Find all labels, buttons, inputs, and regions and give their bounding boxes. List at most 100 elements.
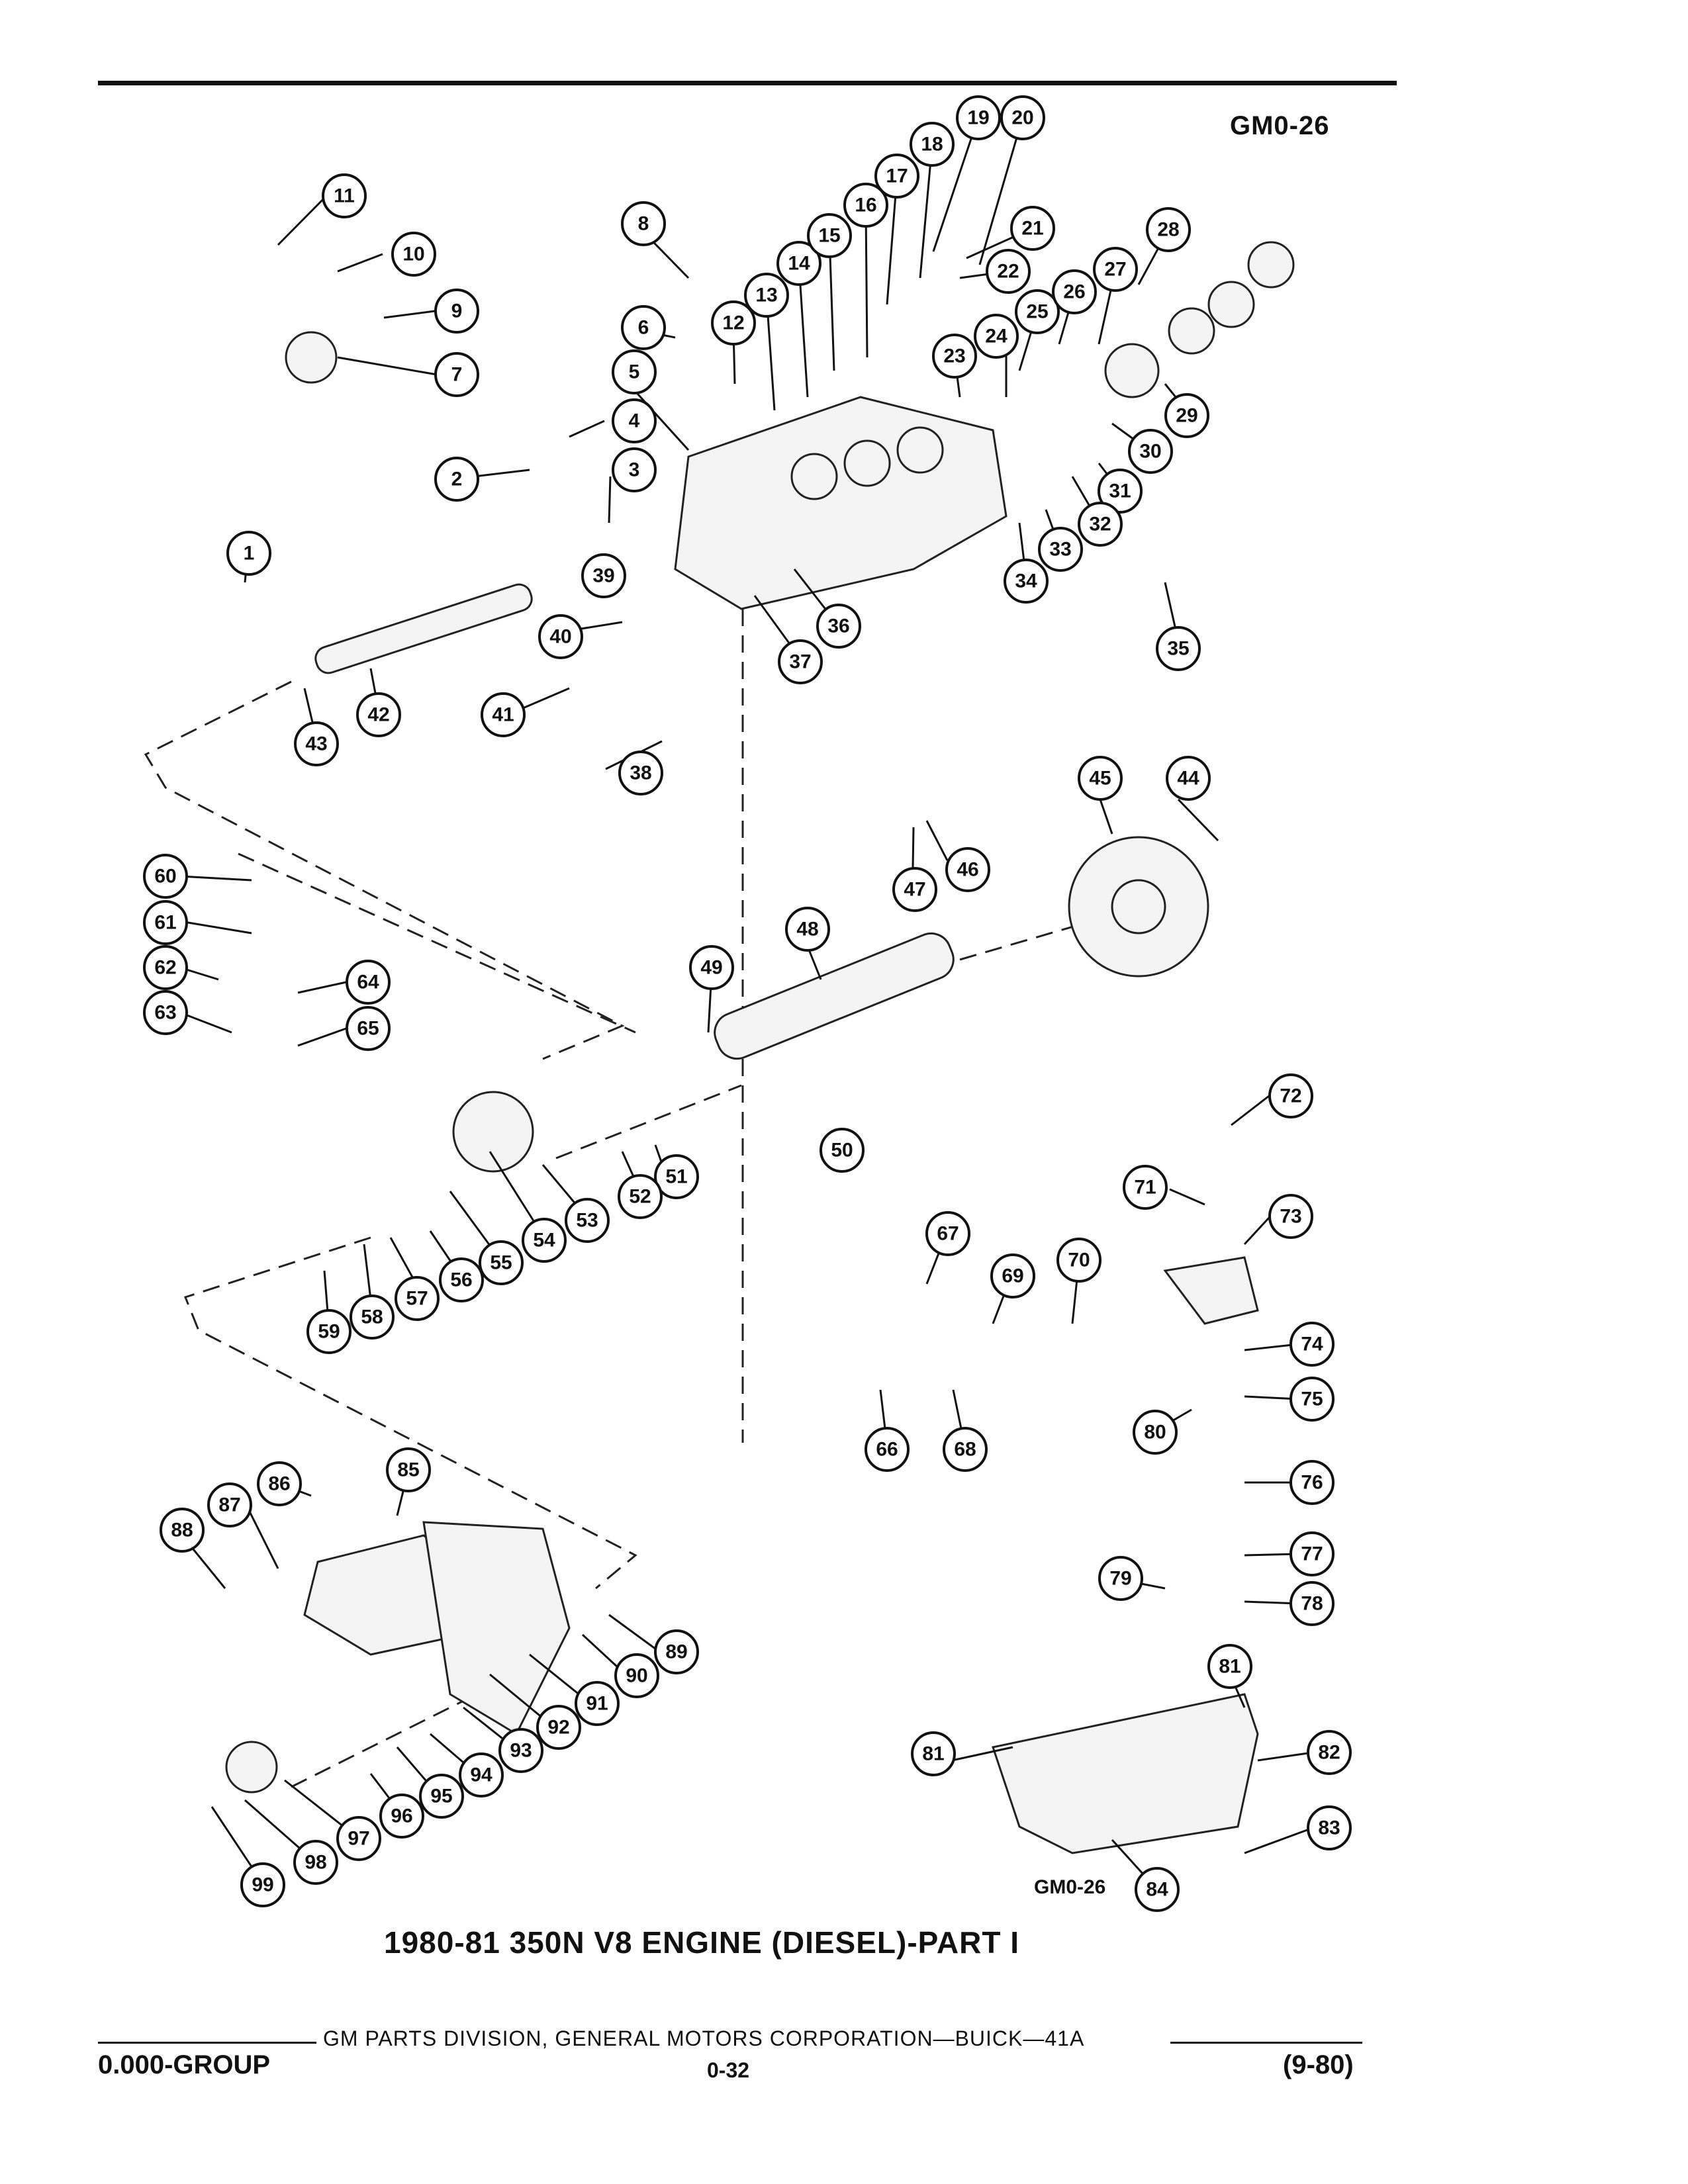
callout-68: 68 — [943, 1427, 988, 1472]
callout-65: 65 — [346, 1006, 391, 1051]
callout-64: 64 — [346, 960, 391, 1005]
svg-text:43: 43 — [305, 733, 327, 755]
callout-14: 14 — [776, 241, 821, 286]
callout-3: 3 — [612, 447, 657, 492]
callout-55: 55 — [479, 1240, 524, 1285]
svg-text:31: 31 — [1109, 480, 1131, 502]
svg-text:77: 77 — [1301, 1543, 1323, 1565]
callout-23: 23 — [932, 334, 977, 379]
diagram-ref-code-bottom: GM0-26 — [1034, 1876, 1106, 1898]
callout-49: 49 — [689, 945, 734, 990]
svg-text:71: 71 — [1134, 1177, 1156, 1199]
footer-date: (9-80) — [1283, 2050, 1354, 2079]
callout-71: 71 — [1123, 1165, 1168, 1210]
callout-8: 8 — [621, 201, 666, 246]
callout-92: 92 — [536, 1705, 581, 1750]
svg-text:23: 23 — [943, 345, 965, 367]
callout-25: 25 — [1015, 289, 1060, 334]
svg-text:26: 26 — [1063, 281, 1085, 303]
callout-39: 39 — [581, 553, 626, 598]
footer-page-number: 0-32 — [707, 2058, 750, 2082]
svg-text:47: 47 — [904, 879, 925, 901]
svg-text:76: 76 — [1301, 1472, 1323, 1494]
callout-32: 32 — [1078, 502, 1123, 547]
callout-57: 57 — [395, 1276, 440, 1321]
svg-text:45: 45 — [1089, 768, 1111, 790]
svg-text:50: 50 — [831, 1140, 853, 1161]
callout-30: 30 — [1128, 429, 1173, 474]
svg-text:15: 15 — [818, 225, 840, 247]
callout-52: 52 — [618, 1174, 663, 1219]
callout-90: 90 — [614, 1653, 659, 1698]
svg-text:80: 80 — [1144, 1422, 1166, 1443]
svg-text:66: 66 — [876, 1439, 898, 1461]
svg-text:82: 82 — [1318, 1742, 1340, 1764]
svg-text:42: 42 — [367, 704, 389, 726]
svg-text:85: 85 — [397, 1459, 419, 1481]
callout-44: 44 — [1166, 756, 1211, 801]
svg-text:12: 12 — [722, 312, 744, 334]
svg-text:56: 56 — [450, 1269, 472, 1291]
dashed-assembly-lines — [144, 609, 1119, 1788]
svg-text:72: 72 — [1280, 1085, 1301, 1107]
svg-text:37: 37 — [789, 651, 811, 673]
callout-13: 13 — [744, 273, 789, 318]
svg-text:87: 87 — [218, 1494, 240, 1516]
svg-text:61: 61 — [154, 912, 176, 934]
svg-text:58: 58 — [361, 1306, 383, 1328]
piston-illustration — [1104, 343, 1160, 398]
svg-text:98: 98 — [305, 1852, 326, 1874]
svg-text:18: 18 — [921, 134, 943, 156]
svg-text:35: 35 — [1167, 638, 1189, 660]
callout-85: 85 — [386, 1447, 431, 1492]
svg-text:64: 64 — [357, 972, 379, 993]
callout-2: 2 — [434, 457, 479, 502]
svg-text:41: 41 — [492, 704, 514, 726]
svg-text:17: 17 — [886, 165, 908, 187]
camshaft-illustration — [314, 583, 533, 674]
engine-block-illustration — [674, 396, 1008, 610]
svg-text:34: 34 — [1015, 570, 1037, 592]
callout-78: 78 — [1289, 1581, 1335, 1626]
svg-text:90: 90 — [626, 1665, 647, 1687]
svg-text:74: 74 — [1301, 1334, 1323, 1355]
callout-43: 43 — [294, 721, 339, 766]
callout-61: 61 — [143, 900, 188, 945]
svg-text:62: 62 — [154, 957, 176, 979]
svg-text:40: 40 — [549, 626, 571, 648]
svg-text:11: 11 — [334, 185, 355, 207]
callout-10: 10 — [391, 232, 436, 277]
callout-96: 96 — [379, 1794, 424, 1839]
svg-text:9: 9 — [451, 300, 463, 322]
crankshaft-pulley-illustration — [225, 1741, 278, 1794]
svg-text:44: 44 — [1177, 768, 1199, 790]
callout-76: 76 — [1289, 1460, 1335, 1505]
callout-56: 56 — [439, 1257, 484, 1302]
svg-text:33: 33 — [1049, 539, 1071, 561]
callout-95: 95 — [419, 1774, 464, 1819]
callout-22: 22 — [986, 249, 1031, 294]
callout-51: 51 — [654, 1154, 699, 1199]
callout-69: 69 — [990, 1253, 1035, 1298]
svg-text:68: 68 — [954, 1439, 976, 1461]
callout-81-left: 81 — [911, 1731, 956, 1776]
timing-gear-illustration — [452, 1091, 534, 1173]
svg-text:91: 91 — [586, 1693, 608, 1715]
svg-text:53: 53 — [576, 1210, 598, 1232]
svg-text:79: 79 — [1109, 1568, 1131, 1590]
callout-31: 31 — [1098, 469, 1143, 514]
callout-5: 5 — [612, 349, 657, 394]
callout-21: 21 — [1010, 206, 1055, 251]
footer-rule-right — [1170, 2042, 1362, 2044]
svg-text:65: 65 — [357, 1018, 379, 1040]
svg-text:63: 63 — [154, 1002, 176, 1024]
leader-lines — [179, 116, 1313, 1891]
svg-text:5: 5 — [629, 361, 640, 383]
oil-pump-illustration — [1163, 1256, 1259, 1325]
callout-46: 46 — [945, 847, 990, 892]
svg-text:36: 36 — [827, 615, 849, 637]
callout-83: 83 — [1307, 1805, 1352, 1850]
svg-text:38: 38 — [630, 762, 651, 784]
svg-text:16: 16 — [855, 195, 876, 216]
callout-94: 94 — [459, 1752, 504, 1797]
